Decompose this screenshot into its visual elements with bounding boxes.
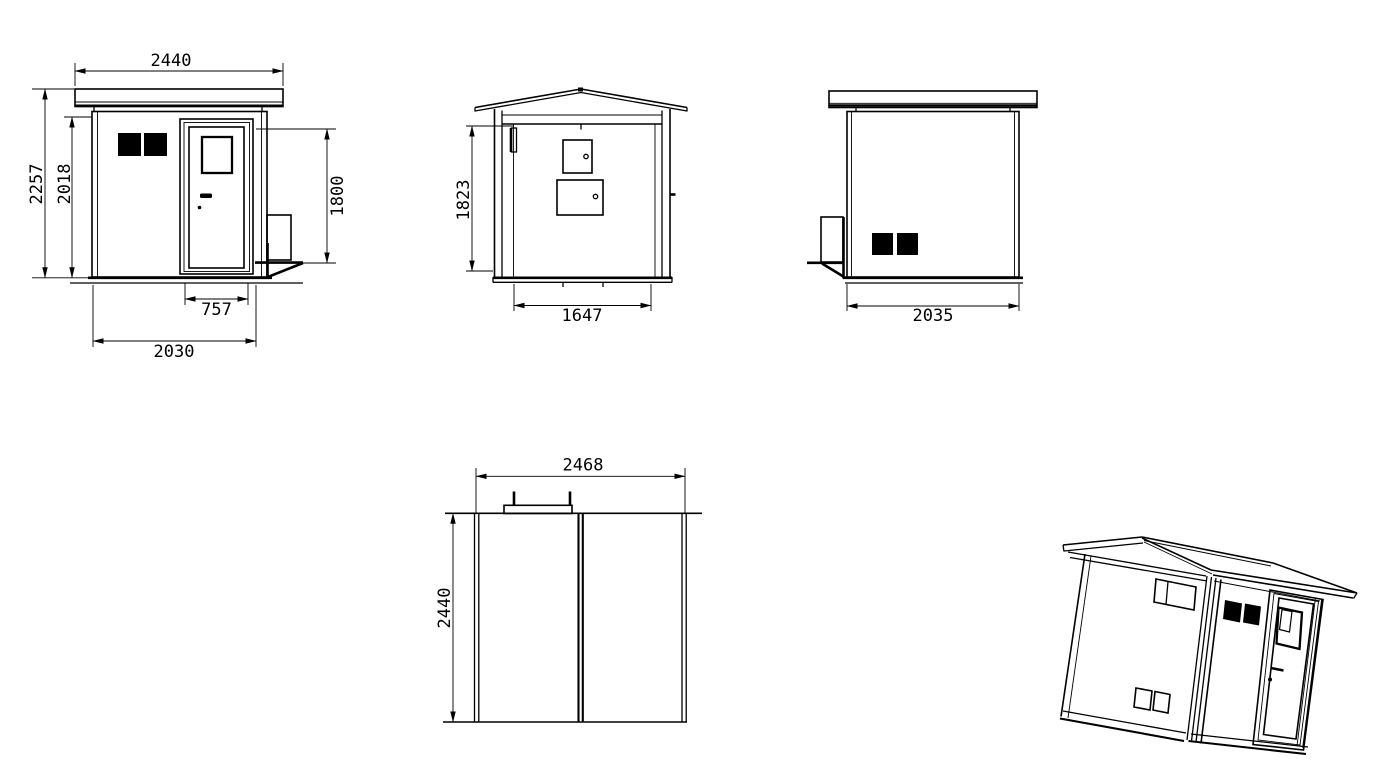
dim-label-757: 757: [201, 300, 232, 320]
iso-left-face: [1059, 553, 1197, 743]
plan-roof-vent: [503, 491, 573, 515]
plan-view: 2468 2440: [435, 456, 702, 723]
iso-side-vent: [1153, 578, 1197, 611]
side-base: [492, 276, 673, 287]
front-door: [179, 118, 254, 275]
iso-front-vent-right: [1243, 603, 1261, 626]
dim-front-door-width: 757: [184, 283, 249, 320]
dim-label-2018: 2018: [55, 164, 75, 205]
dim-front-base-width: 2030: [92, 285, 257, 362]
dim-front-roof-width: 2440: [74, 51, 284, 86]
front-entry-step: [255, 214, 304, 279]
dim-label-1800: 1800: [328, 176, 348, 217]
side-gable-roof: [474, 87, 688, 125]
rear-entry-step: [807, 216, 846, 279]
door-handle: [200, 193, 212, 198]
side-wall: [493, 109, 676, 277]
dim-label-2468: 2468: [563, 456, 604, 476]
front-elevation-view: 2440 2257 2018 1800 757: [27, 51, 348, 362]
front-roof: [74, 88, 284, 112]
dim-label-2030: 2030: [154, 342, 195, 362]
front-wall: [70, 110, 303, 284]
dim-label-2035: 2035: [913, 306, 954, 326]
rear-wall: [843, 110, 1023, 284]
dim-side-wall-height: 1823: [454, 125, 514, 272]
dim-label-2440-plan: 2440: [435, 588, 455, 629]
iso-front-face: [1188, 580, 1324, 756]
iso-roof: [1062, 536, 1358, 599]
dim-front-wall-height: 2018: [55, 116, 92, 279]
dim-label-1647: 1647: [562, 306, 603, 326]
side-access-hatch-lower: [556, 179, 604, 216]
dim-front-door-height: 1800: [256, 128, 348, 264]
iso-door-window-flap: [1278, 608, 1293, 633]
iso-front-vent-left: [1223, 600, 1242, 623]
door-window: [200, 135, 234, 175]
dim-label-2440-front: 2440: [151, 51, 192, 71]
rear-vent-right: [897, 233, 918, 255]
door-keyhole: [197, 205, 202, 210]
iso-door-window: [1275, 606, 1304, 651]
side-access-hatch-upper: [562, 139, 593, 174]
rear-vent-left: [872, 233, 893, 255]
iso-door-keyhole: [1268, 677, 1272, 682]
dim-rear-base-width: 2035: [846, 284, 1020, 326]
side-elevation-view: 1823 1647: [454, 87, 688, 326]
iso-side-hatch-left: [1133, 687, 1153, 711]
dim-plan-roof-depth: 2440: [435, 512, 456, 723]
rear-elevation-view: 2035: [807, 90, 1038, 326]
iso-side-hatch-right: [1152, 690, 1171, 714]
iso-door-handle: [1270, 666, 1284, 672]
dim-label-1823: 1823: [454, 180, 474, 221]
dim-label-2257: 2257: [27, 164, 47, 205]
front-vent-left: [118, 133, 141, 156]
dim-side-base-width: 1647: [513, 284, 652, 326]
isometric-view: [1059, 536, 1358, 756]
rear-roof: [828, 90, 1038, 112]
iso-corner-post: [1186, 575, 1222, 744]
dim-front-overall-height: 2257: [27, 88, 90, 279]
front-vent-right: [144, 133, 167, 156]
iso-door: [1252, 589, 1324, 751]
dim-plan-roof-width: 2468: [475, 456, 686, 513]
plan-roof-outline: [443, 512, 702, 723]
